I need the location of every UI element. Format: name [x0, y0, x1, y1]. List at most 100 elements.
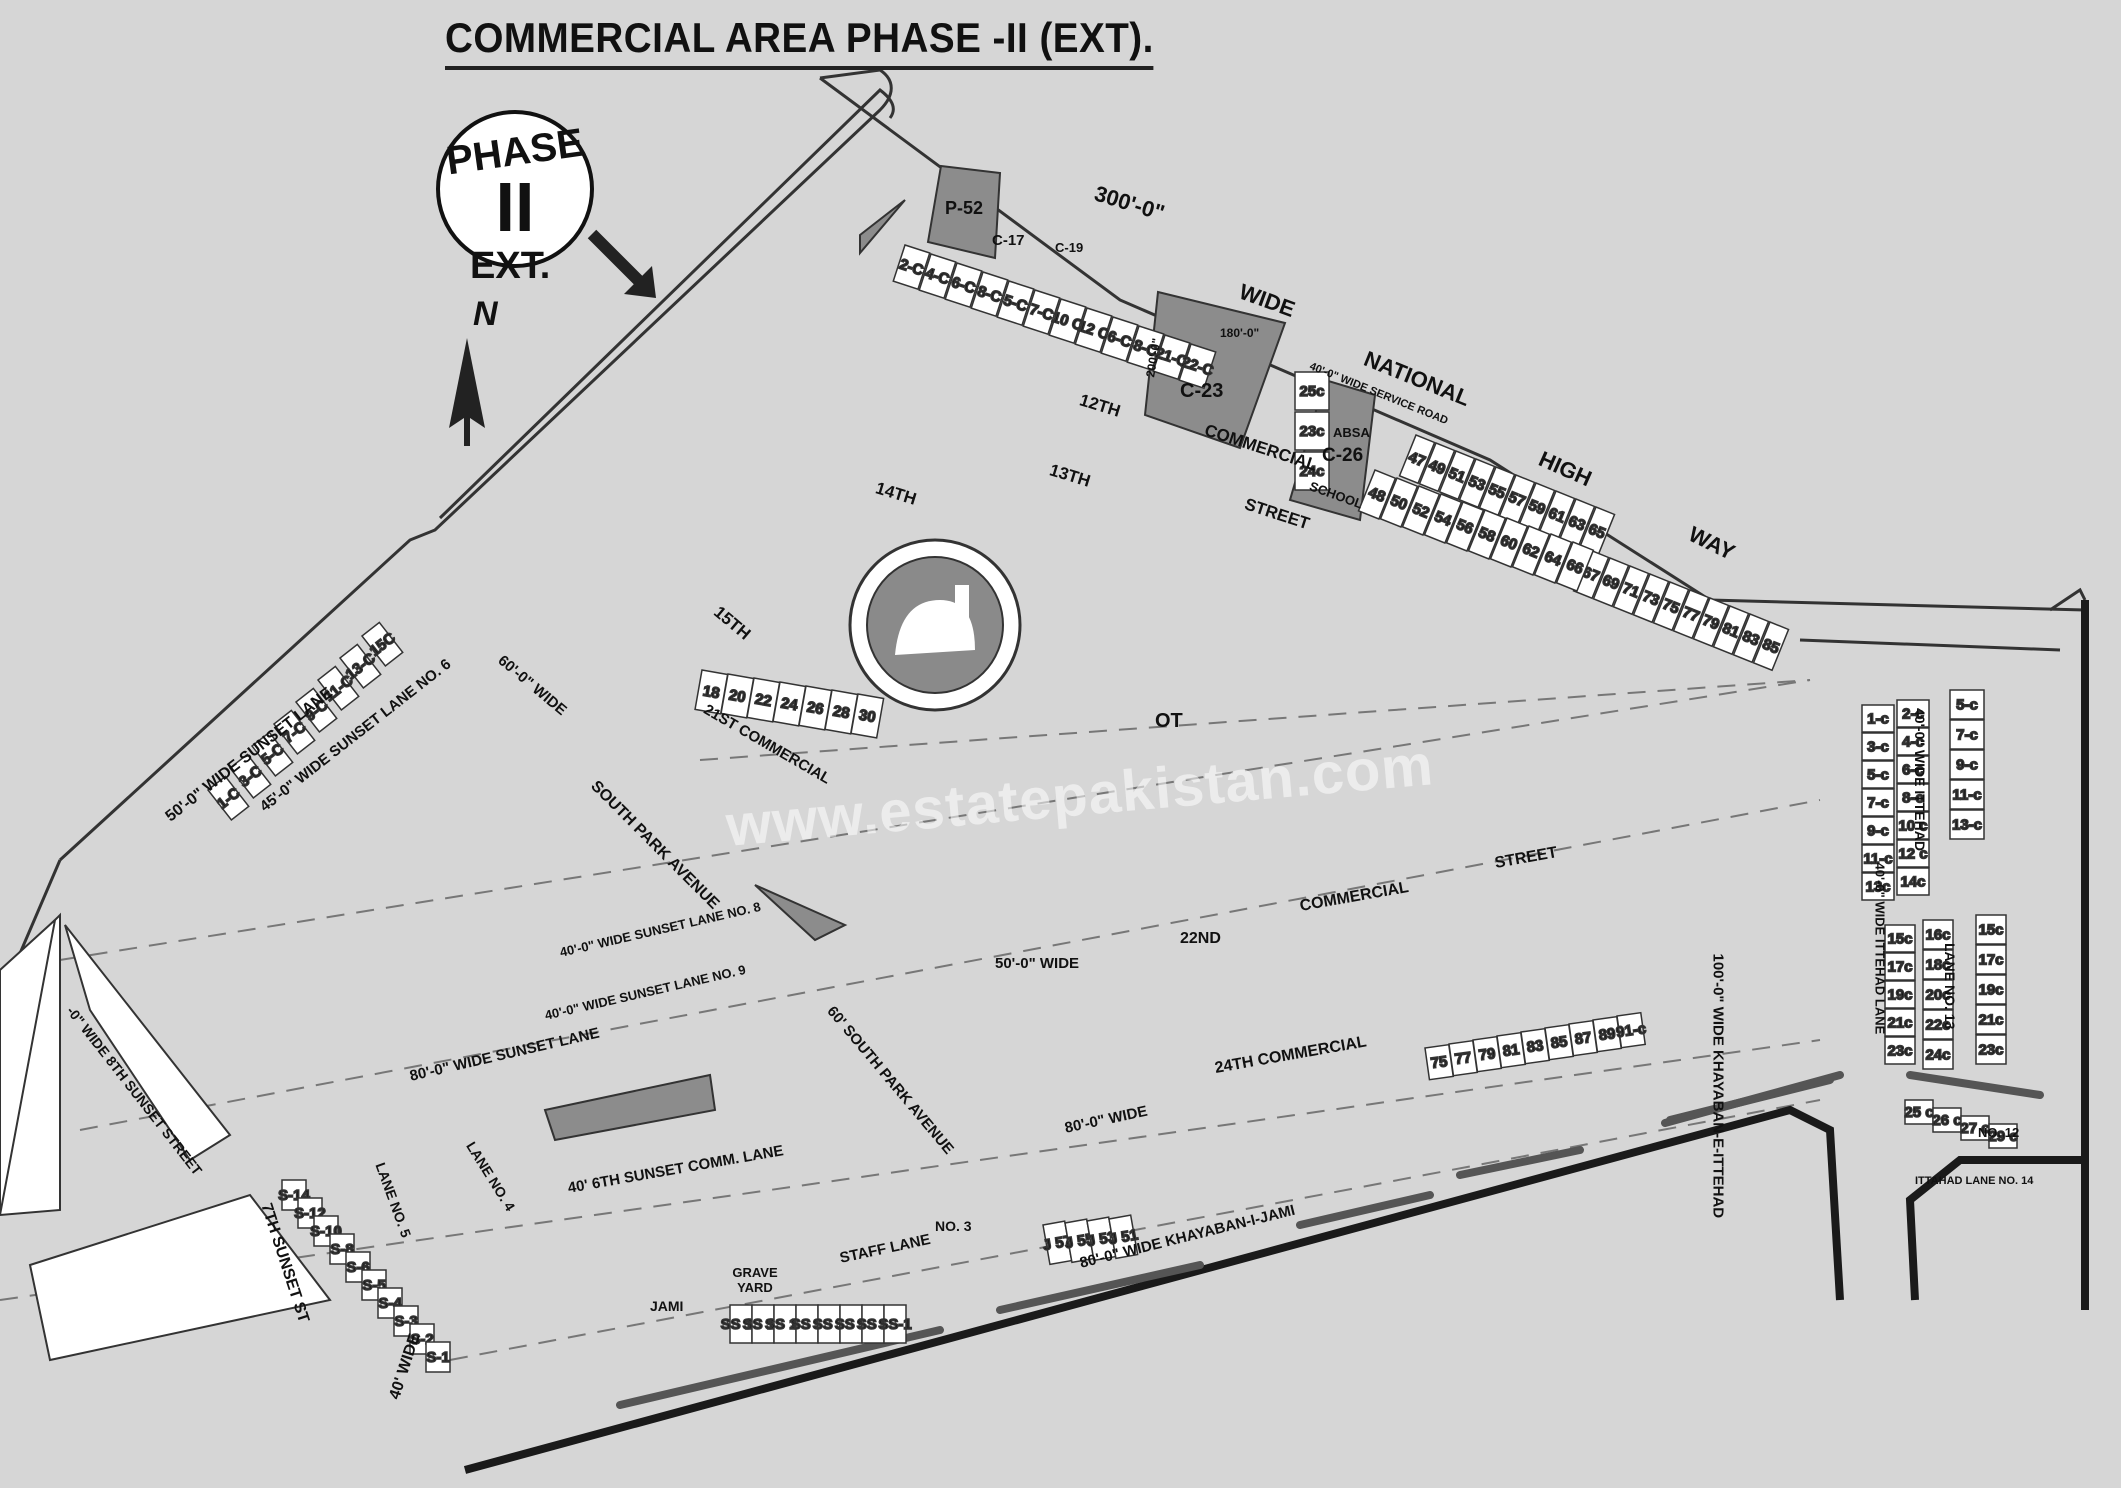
plot: 16c [1922, 919, 1954, 950]
plot: 51 [1438, 450, 1476, 501]
plot-box [1692, 597, 1730, 648]
plot-label: 23c [1978, 1042, 2003, 1059]
plot-label: SS 5 [835, 1316, 868, 1333]
plot-box [1401, 485, 1441, 537]
plot-label: 7-c [1956, 727, 1978, 744]
plot-label: 20 [728, 687, 747, 707]
plot-label: 22c [1925, 1017, 1950, 1034]
plot: 83 [1520, 1027, 1551, 1065]
phase-badge: PHASE II [436, 110, 594, 268]
plot: 17c [1975, 944, 2007, 975]
plot: 26 c [1932, 1107, 1962, 1133]
plot: 61 [1538, 490, 1576, 541]
plot-label: 26 c [1932, 1112, 1961, 1129]
plot: 6-C [1100, 316, 1139, 363]
plot: SS 5 [834, 1304, 868, 1344]
plot-box [1896, 811, 1930, 840]
highway-edge [463, 600, 2089, 1474]
plot: 64 [1533, 533, 1573, 585]
plot: 22c [1922, 1009, 1954, 1040]
plot-box [1511, 525, 1551, 577]
plot-box [360, 621, 404, 667]
plot-label: 30 [858, 707, 877, 727]
plot: 24c [1294, 451, 1330, 491]
plot-box [850, 693, 885, 739]
plot-label: 57 [1506, 489, 1528, 511]
plot-box [206, 775, 250, 821]
plot-label: 16c [1925, 927, 1950, 944]
plot-box [1896, 699, 1930, 728]
plot-label: 50 [1388, 492, 1410, 514]
plot: 54 [1423, 493, 1463, 545]
plot: 6-c [1896, 755, 1930, 784]
plot: 14c [1896, 867, 1930, 896]
plot-box [1884, 924, 1916, 953]
plot: 5-c [1861, 760, 1895, 789]
plot-box [1423, 493, 1463, 545]
plot-label: 91-c [1615, 1020, 1647, 1041]
plot: 8-c [1896, 783, 1930, 812]
plot: 56 [1445, 501, 1485, 553]
plot-label: 21c [1978, 1012, 2003, 1029]
plot: 19c [1975, 974, 2007, 1005]
plot-label: 83 [1740, 628, 1762, 650]
plot: 20 [720, 673, 755, 719]
plot: 8-C [1126, 325, 1165, 372]
plot: 85 [1544, 1023, 1575, 1061]
plot-box [1294, 411, 1330, 451]
plot: 55 [1478, 466, 1516, 517]
plot: 63 [1558, 498, 1596, 549]
plot-label: 77 [1454, 1049, 1473, 1068]
plot: 85 [1752, 621, 1790, 672]
plot-label: 22 [754, 691, 773, 711]
plot: 48 [1357, 469, 1397, 521]
plot-box [1152, 334, 1191, 381]
plot-label: 29 c [1988, 1128, 2017, 1145]
plot: 50 [1379, 477, 1419, 529]
plot-label: 53 [1466, 473, 1488, 495]
plot-box [338, 643, 382, 689]
plot-box [1126, 325, 1165, 372]
plot-label: 55 [1486, 481, 1508, 503]
plot-box [1932, 1107, 1962, 1133]
landmark-p52: P-52 [945, 198, 984, 218]
plot-box [1861, 704, 1895, 733]
plot-label: 14c [1900, 874, 1925, 891]
plot-box [1108, 1214, 1139, 1260]
plot-box [316, 665, 360, 711]
plot-box [1949, 749, 1985, 780]
plot-box [1884, 1008, 1916, 1037]
road-label-lane-13: LANE NO. 13 [1942, 943, 1958, 1030]
plot-box [1896, 727, 1930, 756]
plot-label: 48 [1366, 484, 1388, 506]
plot: 15c [1975, 914, 2007, 945]
plot-box [1616, 1011, 1647, 1049]
plot-box [1712, 605, 1750, 656]
plot: J 51 [1107, 1214, 1140, 1260]
plot-label: 60 [1498, 532, 1520, 554]
plot: 12 C [1074, 307, 1113, 354]
plot-label: 24c [1299, 463, 1324, 480]
plot: 11-C [316, 665, 360, 711]
plot: 13-c [1949, 809, 1985, 840]
plot-label: 47 [1406, 449, 1428, 471]
plot-label: 11-c [1863, 851, 1892, 868]
plot-label: 21c [1887, 1015, 1912, 1032]
road-label-lane-3: NO. 3 [935, 1218, 972, 1234]
plot-box [1922, 919, 1954, 950]
plot-label: 79 [1478, 1045, 1497, 1064]
plot-box [1632, 573, 1670, 624]
plot-label: 65 [1586, 521, 1608, 543]
open-plots [0, 912, 332, 1362]
landmark-ot: OT [1155, 710, 1183, 732]
plot: SS 7 [812, 1304, 846, 1344]
plot-label: 8-c [1902, 790, 1924, 807]
landmark-c26: C-26 [1322, 445, 1364, 466]
road-label-khayaban-ittehad: 100'-0" WIDE KHAYABAN-E-ITTEHAD [1709, 953, 1727, 1219]
plot: 52 [1401, 485, 1441, 537]
plot-box [1445, 501, 1485, 553]
plot-box [1100, 316, 1139, 363]
plot: 4-c [1896, 727, 1930, 756]
plot-box [1896, 839, 1930, 868]
plot-label: 62 [1520, 540, 1542, 562]
